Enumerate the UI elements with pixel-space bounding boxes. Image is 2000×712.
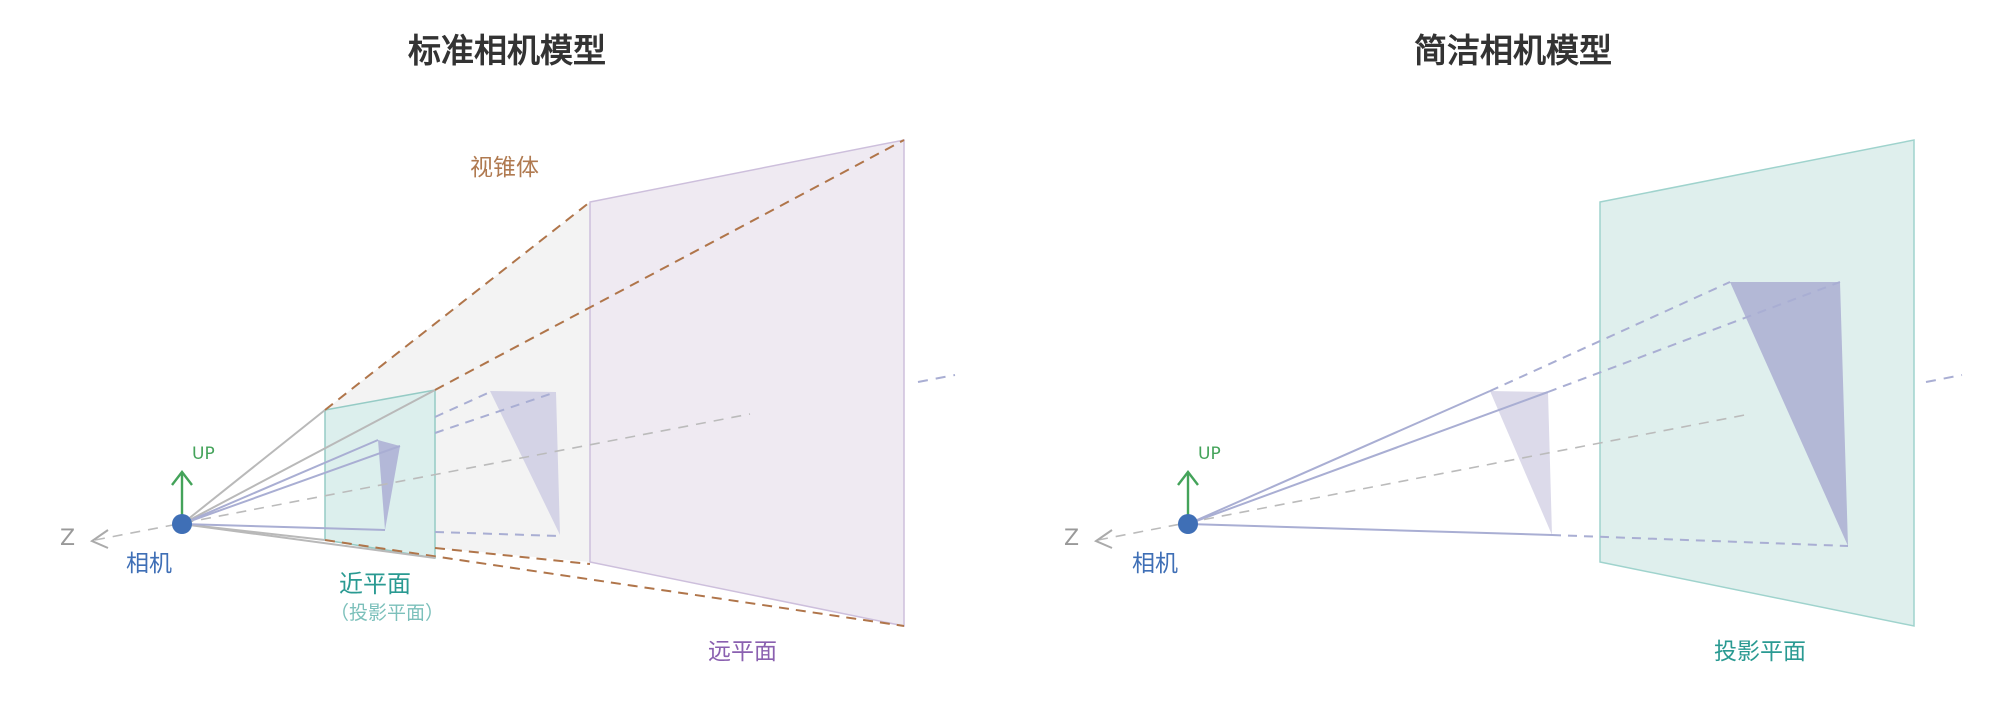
ray-near-lower — [181, 523, 326, 541]
ray-r-c — [1187, 523, 1553, 536]
simple-camera-model — [1093, 139, 1963, 627]
left-title: 标准相机模型 — [408, 31, 606, 70]
z-axis-arrow-icon — [89, 529, 109, 549]
z-label-right: Z — [1064, 526, 1080, 551]
ray-tri-c-ext — [434, 531, 561, 537]
camera-dot-icon — [172, 514, 192, 534]
near-plane-sub-label: （投影平面） — [330, 602, 445, 624]
optical-axis — [94, 413, 751, 541]
near-plane-label: 近平面 — [339, 570, 411, 598]
up-label-right: UP — [1198, 444, 1221, 464]
object-triangle-right — [1490, 391, 1552, 535]
ray-near-top — [181, 409, 326, 525]
ray-r-c-ext — [1551, 534, 1849, 547]
z-label: Z — [60, 526, 76, 551]
optical-axis-right-ext — [1925, 374, 1963, 383]
frustum-upper-edge — [434, 139, 905, 391]
up-arrow-right-head-icon — [1177, 470, 1199, 486]
standard-camera-model — [89, 139, 956, 627]
ray-tri-b-ext — [434, 391, 557, 434]
ray-r-a-ext — [1489, 281, 1731, 392]
projection-plane-label: 投影平面 — [1714, 639, 1806, 665]
near-plane — [324, 389, 436, 559]
far-plane — [589, 139, 905, 627]
ray-tri-a-ext — [434, 391, 491, 418]
projected-triangle — [1730, 282, 1848, 546]
up-arrow-head-icon — [171, 470, 193, 486]
camera-dot-right-icon — [1178, 514, 1198, 534]
up-label: UP — [192, 444, 215, 464]
ray-near-upper — [181, 389, 436, 525]
frustum-lower-edge — [434, 547, 591, 565]
ray-r-b — [1187, 391, 1549, 525]
ray-tri-a — [181, 439, 379, 525]
far-plane-label: 远平面 — [708, 639, 777, 665]
optical-axis-ext — [917, 374, 956, 383]
ray-r-a — [1187, 390, 1491, 525]
ray-r-b-ext — [1547, 281, 1841, 393]
right-title: 简洁相机模型 — [1414, 31, 1612, 70]
object-triangle — [490, 391, 560, 535]
frustum-top-edge — [324, 201, 591, 411]
z-axis-arrow-right-icon — [1093, 529, 1113, 549]
ray-tri-c — [181, 523, 386, 531]
ray-tri-b — [181, 445, 401, 525]
frustum-bottom-edge — [324, 539, 905, 627]
frustum-label: 视锥体 — [470, 155, 539, 181]
camera-label: 相机 — [126, 551, 172, 577]
near-triangle — [378, 440, 400, 530]
projection-plane — [1599, 139, 1915, 627]
optical-axis-right — [1097, 413, 1751, 541]
camera-label-right: 相机 — [1132, 551, 1178, 577]
